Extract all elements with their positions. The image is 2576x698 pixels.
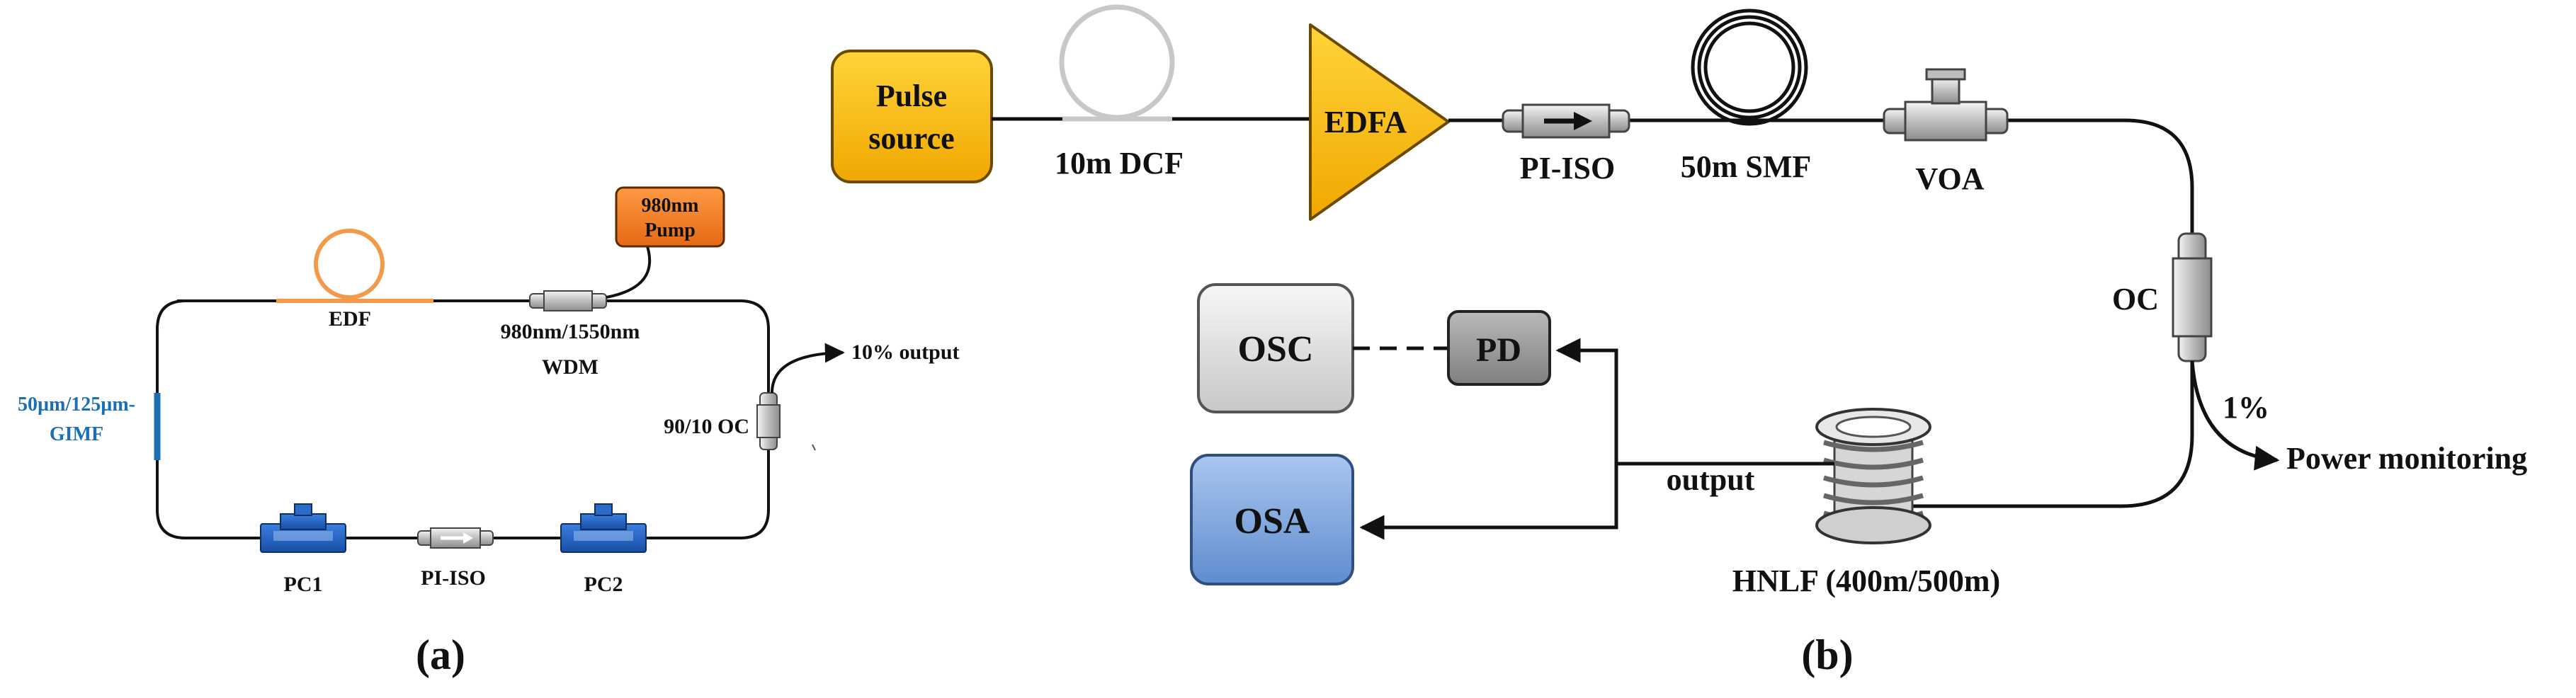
smf-coil	[1691, 8, 1808, 126]
wdm-coupler	[529, 290, 607, 311]
edf-label: EDF	[329, 307, 371, 331]
pi-iso-a-label: PI-ISO	[421, 566, 486, 590]
gimf-label-line1: 50µm/125µm-	[18, 394, 135, 416]
pc2-label: PC2	[584, 573, 623, 596]
panel-a: EDF 980nm Pump 980nm/1550nm WDM 10% outp…	[18, 186, 960, 678]
output-label: 10% output	[851, 341, 960, 364]
osc-label: OSC	[1238, 329, 1314, 370]
pulse-source-line1: Pulse	[876, 79, 947, 113]
osa-box	[1190, 454, 1354, 585]
pc2-controller	[560, 503, 647, 553]
gimf-label-line2: GIMF	[50, 423, 103, 445]
edf-coil	[276, 229, 433, 303]
fiber-to-pd	[1555, 338, 1618, 464]
wdm-label-line1: 980nm/1550nm	[501, 320, 640, 343]
output-fiber	[771, 343, 845, 394]
hnlf-label: HNLF (400m/500m)	[1732, 563, 2000, 598]
pulse-source-box	[831, 50, 993, 183]
fiber-to-osa	[1359, 464, 1618, 540]
oc-label: 90/10 OC	[664, 415, 749, 438]
pulse-source-line2: source	[868, 121, 954, 156]
pd-box	[1447, 310, 1551, 386]
wdm-label-line2: WDM	[542, 355, 598, 379]
panel-b: Pulse source 10m DCF EDFA PI-ISO 50m	[831, 4, 2527, 678]
voa	[1883, 68, 2009, 142]
monitor-fiber	[2190, 360, 2280, 471]
voa-label: VOA	[1916, 161, 1985, 196]
edfa-triangle	[1309, 23, 1450, 221]
smf-label: 50m SMF	[1681, 149, 1812, 184]
pc1-controller	[260, 503, 346, 553]
oc-b-label: OC	[2112, 282, 2159, 316]
fiber-edfa-to-oc	[1448, 118, 2194, 241]
panel-a-caption: (a)	[416, 631, 465, 678]
dcf-coil	[1059, 4, 1175, 122]
pump-fiber	[606, 241, 652, 299]
hnlf-spool	[1815, 408, 1931, 544]
panel-b-caption: (b)	[1801, 631, 1853, 678]
osa-label: OSA	[1235, 501, 1310, 542]
fiber-oc-to-hnlf	[1912, 361, 2194, 508]
pc1-label: PC1	[284, 573, 323, 596]
small-tick	[812, 444, 816, 451]
pump-label-line2: Pump	[645, 219, 696, 241]
output-coupler	[756, 392, 781, 450]
pump-label-line1: 980nm	[642, 195, 699, 217]
pi-iso-b-label: PI-ISO	[1520, 151, 1615, 185]
oc-coupler-b	[2172, 232, 2213, 362]
pi-iso-b	[1502, 103, 1630, 139]
output-b-label: output	[1667, 462, 1755, 497]
pi-iso-a	[417, 527, 494, 549]
power-monitoring-label: Power monitoring	[2286, 441, 2527, 476]
pump-box	[615, 186, 725, 248]
dcf-label: 10m DCF	[1055, 146, 1184, 181]
edfa-label: EDFA	[1324, 105, 1407, 139]
pd-label: PD	[1476, 331, 1521, 369]
percent-label: 1%	[2223, 390, 2269, 425]
